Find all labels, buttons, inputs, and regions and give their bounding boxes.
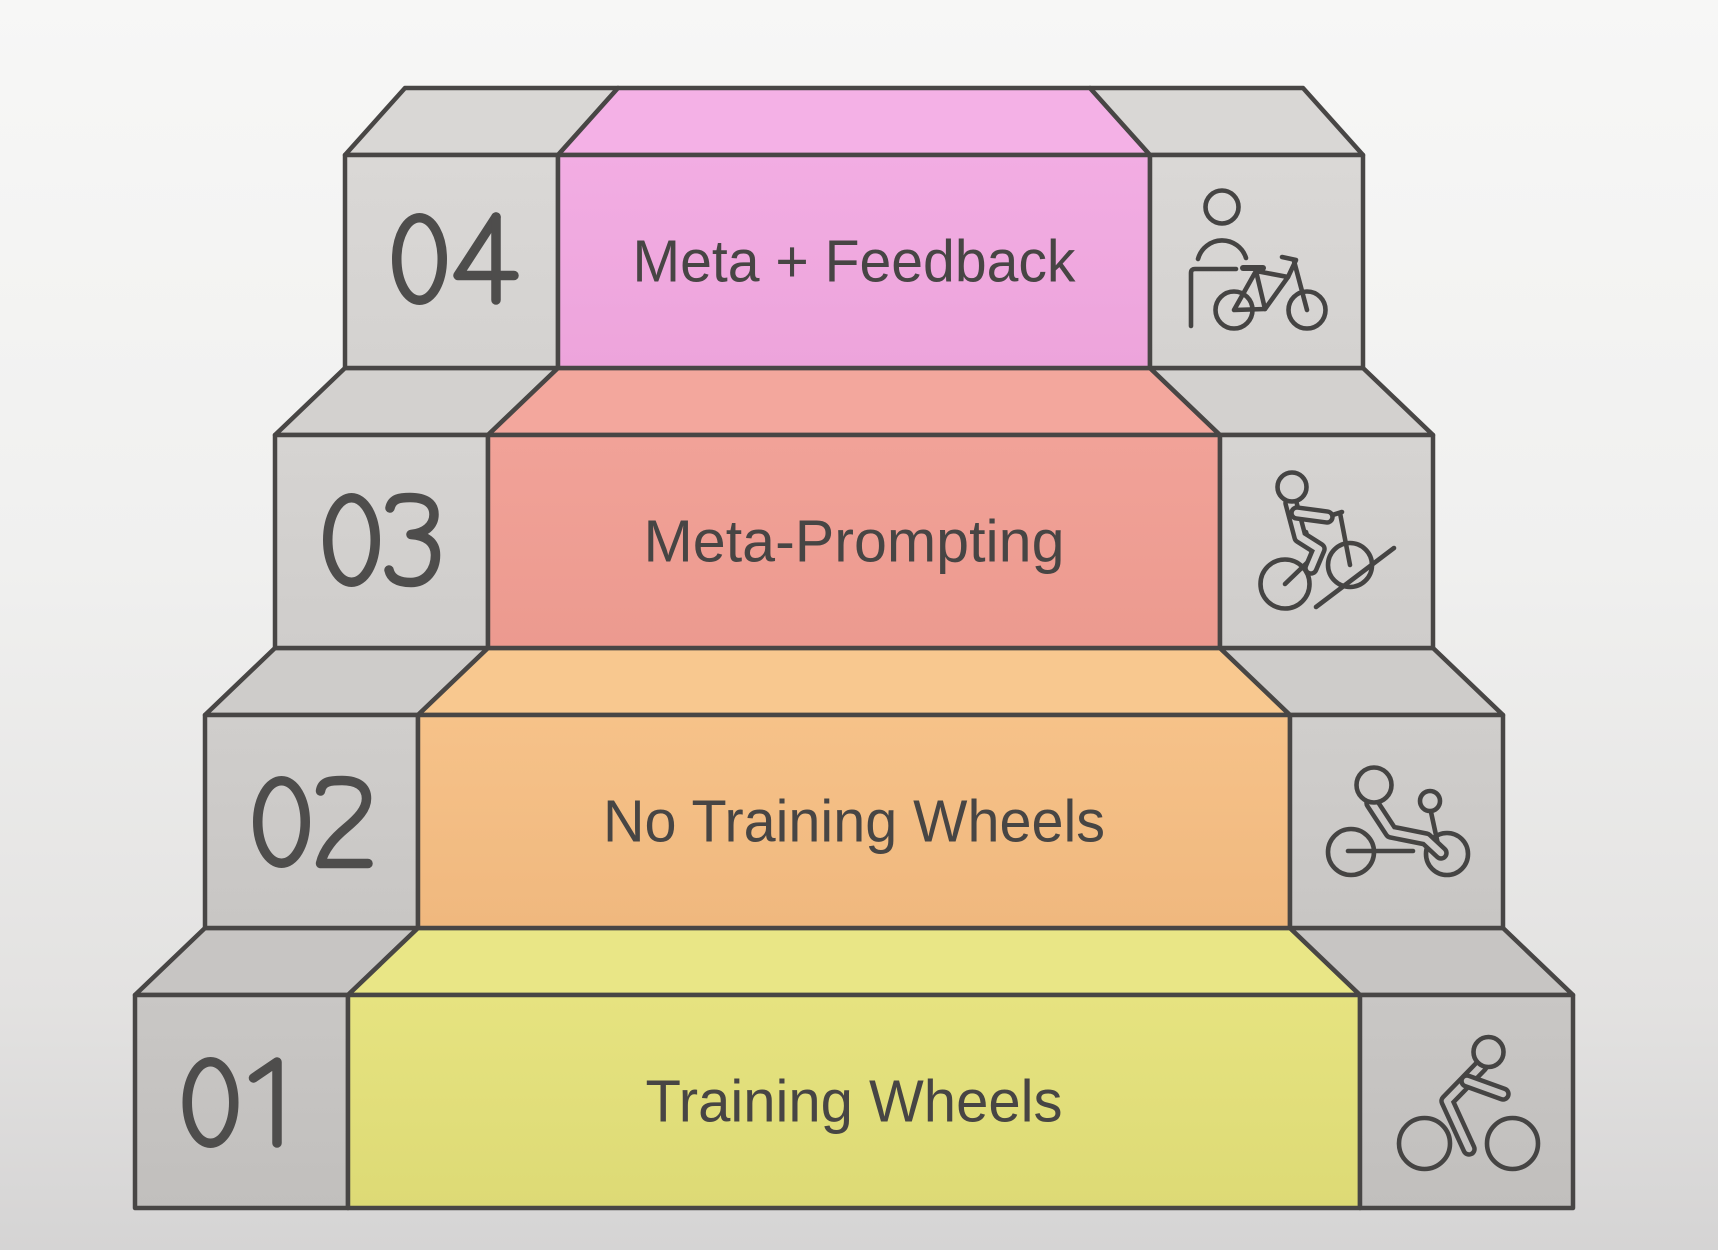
svg-text:Training Wheels: Training Wheels: [646, 1069, 1063, 1135]
svg-text:Meta + Feedback: Meta + Feedback: [633, 229, 1076, 295]
svg-text:Meta-Prompting: Meta-Prompting: [644, 509, 1065, 575]
svg-text:No Training Wheels: No Training Wheels: [603, 789, 1105, 855]
